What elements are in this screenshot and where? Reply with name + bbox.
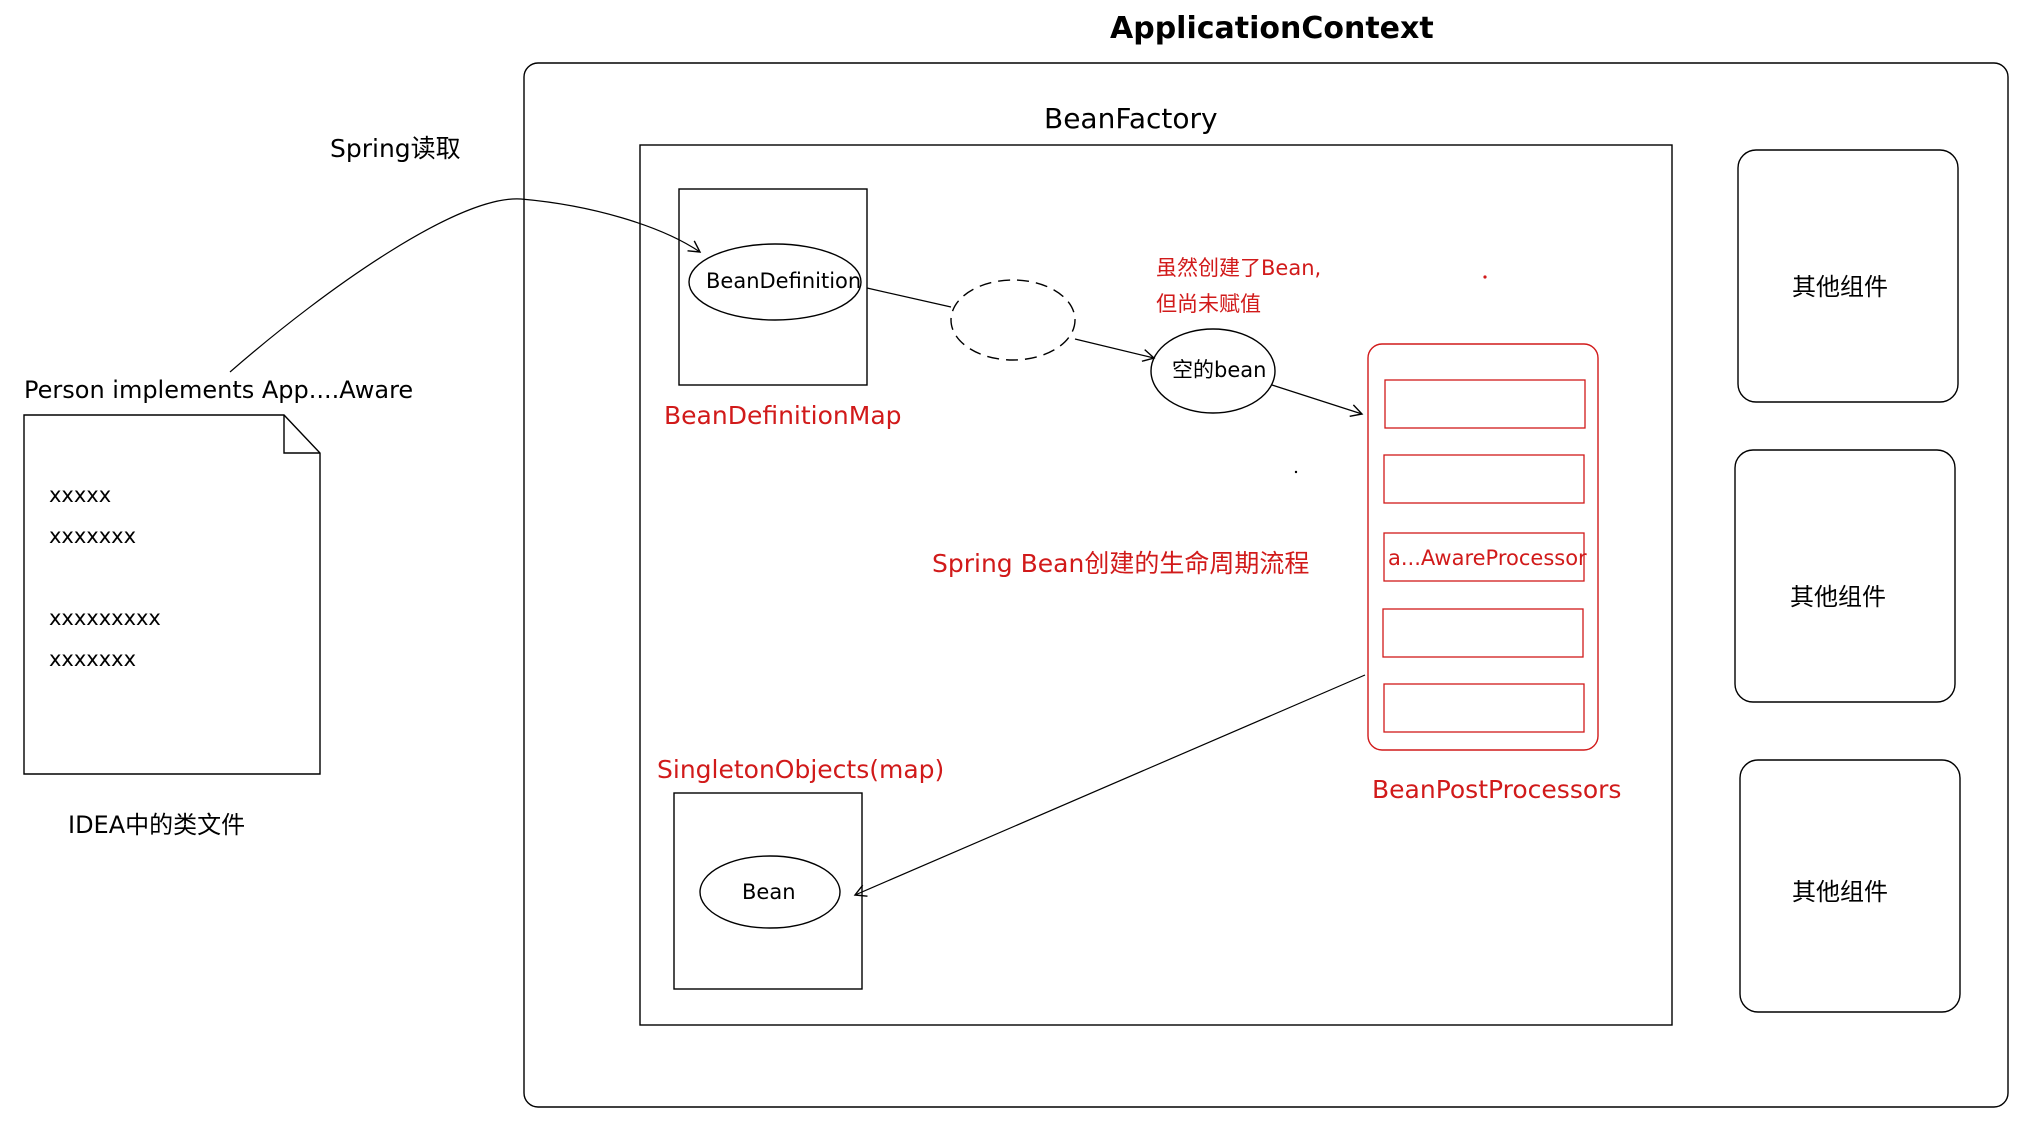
bean-definition-label: BeanDefinition — [706, 269, 862, 293]
bean-factory-box — [639, 144, 1673, 1026]
processor-slot-4 — [1382, 608, 1584, 658]
bean-post-processors-label: BeanPostProcessors — [1372, 775, 1622, 804]
component-label-1: 其他组件 — [1792, 273, 1888, 301]
empty-bean-ellipse — [1150, 328, 1276, 414]
application-context-box — [523, 62, 2009, 1108]
processor-slot-aware — [1383, 532, 1585, 582]
note-created-line2: 但尚未赋值 — [1156, 292, 1261, 316]
stray-dot-red — [1483, 275, 1487, 279]
component-label-2: 其他组件 — [1790, 583, 1886, 611]
bean-definition-map-box — [678, 188, 868, 386]
component-box-2 — [1734, 449, 1956, 703]
spring-read-arrow — [229, 198, 702, 373]
empty-bean-label: 空的bean — [1172, 358, 1267, 382]
bean-ellipse — [699, 855, 841, 929]
stray-dot-black — [1294, 470, 1298, 474]
bean-definition-ellipse — [688, 243, 862, 321]
arrow-processors-to-bean — [853, 674, 1366, 897]
arrow-dashed-to-empty-bean — [1074, 338, 1156, 362]
component-label-3: 其他组件 — [1792, 878, 1888, 906]
bean-definition-map-label: BeanDefinitionMap — [664, 401, 902, 430]
bean-post-processors-box — [1367, 343, 1599, 751]
file-line-4: xxxxxxx — [49, 647, 136, 671]
component-box-1 — [1737, 149, 1959, 403]
application-context-title: ApplicationContext — [1110, 11, 1434, 46]
arrow-empty-bean-to-processors — [1271, 384, 1364, 418]
processor-slot-2 — [1383, 454, 1585, 504]
note-created-line1: 虽然创建了Bean, — [1156, 256, 1322, 280]
class-file-caption: IDEA中的类文件 — [68, 811, 246, 839]
person-class-label: Person implements App....Aware — [24, 376, 414, 404]
file-line-1: xxxxx — [49, 483, 112, 507]
bean-label: Bean — [742, 880, 796, 904]
bean-factory-title: BeanFactory — [1044, 102, 1218, 135]
file-line-2: xxxxxxx — [49, 524, 136, 548]
processor-slot-1 — [1384, 379, 1586, 429]
singleton-objects-label: SingletonObjects(map) — [657, 755, 945, 784]
file-line-3: xxxxxxxxx — [49, 606, 161, 630]
class-file-fold — [283, 415, 320, 454]
dashed-ellipse — [950, 279, 1076, 361]
component-box-3 — [1739, 759, 1961, 1013]
singleton-objects-box — [673, 792, 863, 990]
spring-read-label: Spring读取 — [330, 134, 461, 163]
class-file-document — [23, 414, 321, 775]
lifecycle-title: Spring Bean创建的生命周期流程 — [932, 549, 1310, 578]
aware-processor-label: a...AwareProcessor — [1388, 546, 1587, 570]
connector-definition-to-dashed — [866, 287, 952, 308]
processor-slot-5 — [1383, 683, 1585, 733]
